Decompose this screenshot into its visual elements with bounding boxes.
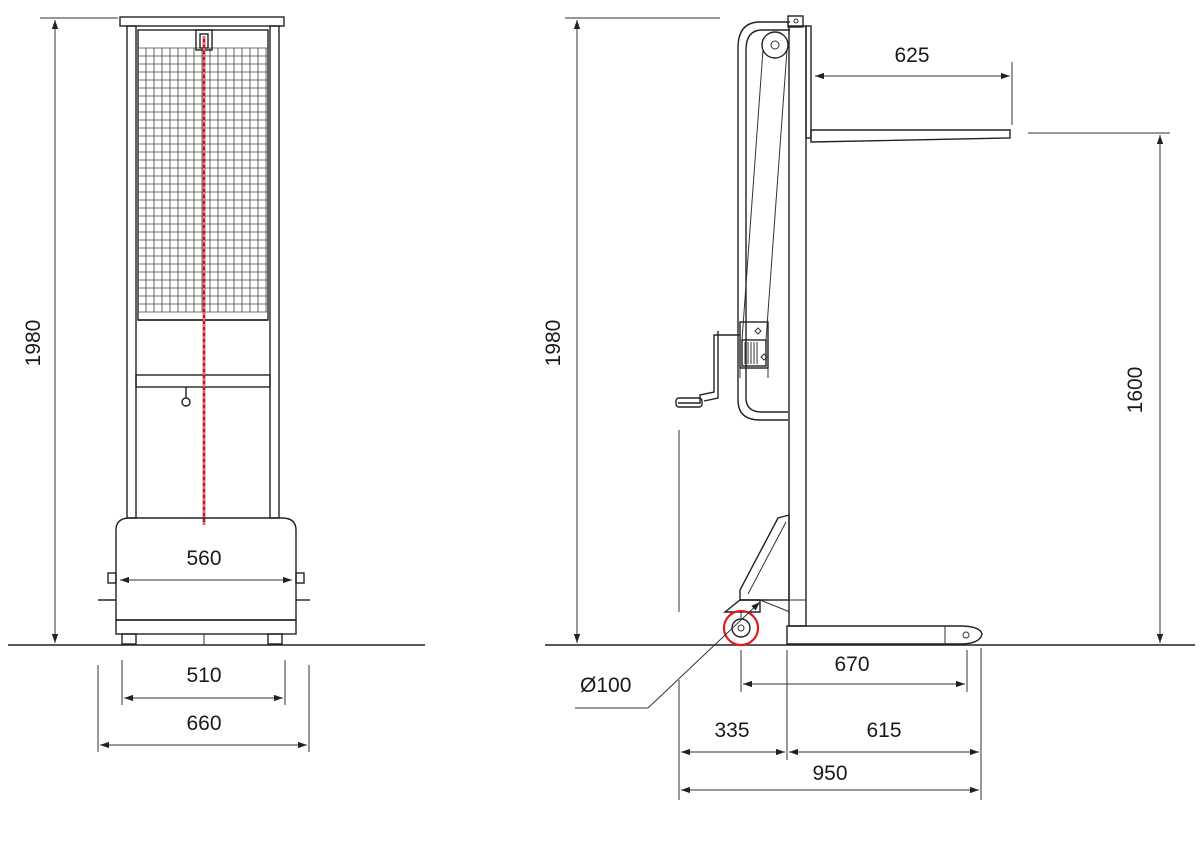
- front-view: 1980: [8, 16, 425, 752]
- crank-grip: [675, 397, 703, 408]
- fork-carriage: [805, 25, 812, 139]
- hook-icon: [181, 387, 191, 407]
- front-section-dimension: 615: [789, 719, 979, 756]
- lift-height-dimension: 1600: [1028, 132, 1170, 643]
- side-mast: [788, 25, 807, 627]
- winch-crank: [678, 334, 740, 404]
- front-height-dimension: 1980: [22, 17, 118, 643]
- base-housing: [115, 517, 297, 621]
- wheel-track-dimension: 510: [121, 660, 286, 705]
- overall-width-dimension: 660: [97, 665, 310, 752]
- lift-height-label: 1600: [1124, 367, 1147, 414]
- castor-wheel-highlight: [722, 609, 760, 647]
- overall-length-label: 950: [812, 762, 847, 785]
- castor-wheel: [731, 618, 751, 638]
- mast-left-upright: [126, 25, 137, 519]
- right-wheel: [267, 633, 283, 645]
- side-height-label: 1980: [542, 320, 565, 367]
- fork-length-dimension: 625: [815, 44, 1013, 125]
- mast-top-cap: [119, 16, 285, 27]
- mast-gusset: [739, 514, 790, 601]
- base-plate: [115, 619, 297, 635]
- leg-length-dimension: 670: [740, 650, 968, 692]
- rear-overhang-dimension: 335: [681, 719, 785, 756]
- front-leg: [786, 625, 983, 645]
- mast-right-upright: [269, 25, 280, 519]
- side-top-pulley: [761, 31, 789, 59]
- overall-width-label: 660: [186, 712, 221, 735]
- rear-overhang-label: 335: [714, 719, 749, 742]
- fork-arm: [810, 129, 1011, 143]
- wheel-track-label: 510: [186, 664, 221, 687]
- overall-length-dimension: 950: [681, 762, 979, 794]
- leg-length-label: 670: [834, 653, 869, 676]
- base-inner-width-dimension: 560: [120, 547, 292, 584]
- base-inner-width-label: 560: [186, 547, 221, 570]
- push-handle: [737, 21, 790, 421]
- front-section-label: 615: [866, 719, 901, 742]
- side-height-dimension: 1980: [542, 17, 720, 643]
- left-wheel: [121, 633, 137, 645]
- winch-assembly: [739, 321, 769, 378]
- wheel-diameter-callout: Ø100: [575, 601, 761, 709]
- fork-length-label: 625: [894, 44, 929, 67]
- front-height-label: 1980: [22, 320, 45, 367]
- wheel-diameter-label: Ø100: [580, 674, 631, 697]
- side-view: 1980: [542, 15, 1195, 800]
- brake-pedal: [723, 599, 761, 613]
